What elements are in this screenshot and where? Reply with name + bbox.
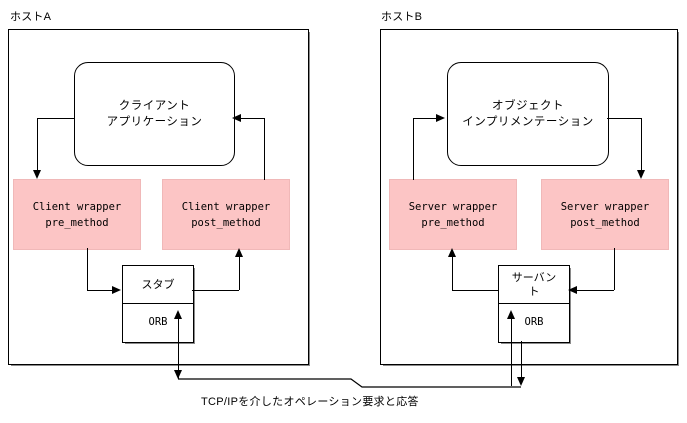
client-wrapper-pre-line2: pre_method bbox=[45, 216, 109, 229]
client-wrapper-post-line1: Client wrapper bbox=[181, 200, 271, 213]
network-caption: TCP/IPを介したオペレーション要求と応答 bbox=[201, 396, 419, 408]
object-implementation-line2: インプリメンテーション bbox=[462, 116, 594, 128]
host-b-boundary bbox=[380, 29, 678, 365]
network-bus-path bbox=[178, 378, 521, 388]
host-b-label: ホストB bbox=[381, 11, 423, 23]
post-wrapper-to-servant-vline bbox=[614, 248, 615, 290]
post-wrapper-to-servant-arrowhead bbox=[568, 285, 577, 294]
servant-orb-box: サーバン ト ORB bbox=[498, 265, 570, 343]
post-wrapper-to-app-hline bbox=[241, 118, 264, 119]
impl-to-post-wrapper-hline bbox=[607, 118, 641, 119]
stub-to-post-wrapper-vline bbox=[239, 257, 240, 290]
servant-to-pre-wrapper-hline bbox=[452, 290, 498, 291]
client-wrapper-pre-line1: Client wrapper bbox=[32, 200, 122, 213]
object-implementation-line1: オブジェクト bbox=[492, 100, 564, 112]
orb-a-to-network-arrowhead bbox=[173, 370, 182, 379]
servant-line2: ト bbox=[528, 285, 540, 298]
stub-orb-divider bbox=[123, 303, 193, 304]
app-to-pre-wrapper-hline bbox=[37, 118, 75, 119]
impl-to-post-wrapper-vline bbox=[641, 118, 642, 172]
network-to-orb-a-arrowhead bbox=[173, 310, 182, 319]
app-to-pre-wrapper-arrowhead bbox=[32, 170, 41, 179]
pre-wrapper-to-stub-hline bbox=[87, 290, 113, 291]
pre-wrapper-to-impl-hline bbox=[413, 118, 437, 119]
app-to-pre-wrapper-vline bbox=[37, 118, 38, 172]
object-implementation-box: オブジェクト インプリメンテーション bbox=[447, 62, 609, 166]
orb-cell-host-a: ORB bbox=[148, 316, 168, 328]
stub-cell: スタブ bbox=[141, 278, 175, 291]
client-application-line1: クライアント bbox=[118, 100, 191, 112]
server-wrapper-post-line2: post_method bbox=[570, 216, 640, 229]
orb-b-to-network-arrowhead bbox=[516, 377, 525, 386]
server-wrapper-post-line1: Server wrapper bbox=[560, 200, 650, 213]
pre-wrapper-to-impl-vline bbox=[413, 118, 414, 180]
network-to-orb-b-vline bbox=[511, 318, 512, 386]
client-application-line2: アプリケーション bbox=[106, 116, 203, 128]
host-a-label: ホストA bbox=[10, 11, 52, 23]
server-wrapper-pre-line2: pre_method bbox=[421, 216, 485, 229]
pre-wrapper-to-impl-arrowhead bbox=[436, 113, 445, 122]
post-wrapper-to-servant-hline bbox=[577, 290, 614, 291]
client-wrapper-post-line2: post_method bbox=[191, 216, 261, 229]
stub-to-post-wrapper-hline bbox=[192, 290, 239, 291]
client-wrapper-pre-method-box: Client wrapper pre_method bbox=[13, 179, 141, 250]
client-wrapper-post-method-box: Client wrapper post_method bbox=[162, 179, 290, 250]
server-wrapper-post-method-box: Server wrapper post_method bbox=[541, 179, 669, 250]
network-to-orb-b-arrowhead bbox=[506, 310, 515, 319]
orb-b-to-network-vline bbox=[521, 341, 522, 379]
post-wrapper-to-app-vline bbox=[264, 118, 265, 180]
post-wrapper-to-app-arrowhead bbox=[232, 113, 241, 122]
server-wrapper-pre-line1: Server wrapper bbox=[408, 200, 498, 213]
orb-cell-host-b: ORB bbox=[524, 316, 544, 328]
server-wrapper-pre-method-box: Server wrapper pre_method bbox=[389, 179, 517, 250]
servant-to-pre-wrapper-arrowhead bbox=[447, 248, 456, 257]
host-a-boundary bbox=[8, 29, 309, 365]
client-application-box: クライアント アプリケーション bbox=[74, 62, 235, 166]
pre-wrapper-to-stub-vline bbox=[87, 248, 88, 290]
servant-cell: サーバン ト bbox=[499, 266, 569, 303]
servant-line1: サーバン bbox=[511, 271, 557, 284]
orb-a-to-network-vline bbox=[178, 341, 179, 371]
stub-to-post-wrapper-arrowhead bbox=[234, 248, 243, 257]
impl-to-post-wrapper-arrowhead bbox=[636, 170, 645, 179]
pre-wrapper-to-stub-arrowhead bbox=[112, 285, 121, 294]
servant-to-pre-wrapper-vline bbox=[452, 257, 453, 290]
servant-orb-divider bbox=[499, 303, 569, 304]
stub-orb-box: スタブ ORB bbox=[122, 265, 194, 343]
